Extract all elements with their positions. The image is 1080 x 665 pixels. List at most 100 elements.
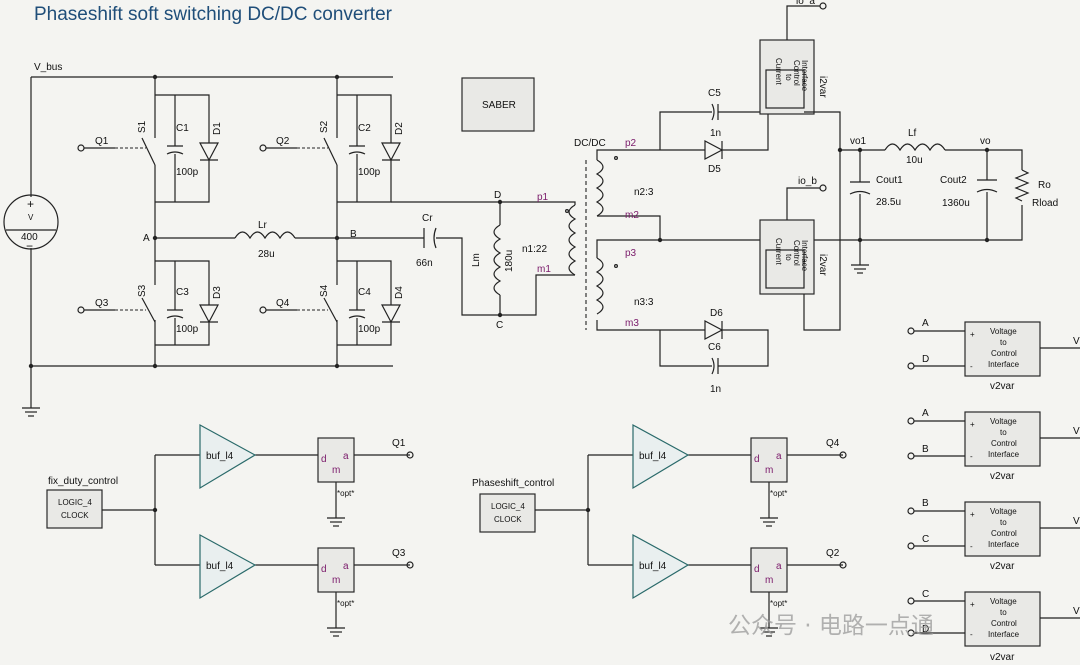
c2-value: 100p: [358, 167, 381, 178]
right-leg-wires: [336, 77, 392, 366]
svg-text:Control: Control: [991, 349, 1017, 358]
svg-text:m: m: [332, 465, 340, 476]
p2-label: p2: [625, 138, 637, 149]
c2-label: C2: [358, 123, 371, 134]
svg-text:v2var: v2var: [990, 652, 1015, 663]
d6-label: D6: [710, 308, 723, 319]
svg-text:-: -: [970, 630, 973, 639]
v2var-1-pin-b: D: [922, 354, 929, 365]
svg-text:LOGIC_4: LOGIC_4: [491, 502, 525, 511]
d1-label: D1: [212, 122, 223, 135]
svg-text:buf_l4: buf_l4: [639, 561, 667, 572]
v2var-2-pin-b: B: [922, 444, 929, 455]
node-b-label: B: [350, 229, 357, 240]
n1-label: n1:22: [522, 244, 547, 255]
v2var-block-2: A B + - Voltage to Control Interface v2v…: [907, 408, 1080, 482]
svg-text:a: a: [776, 561, 782, 572]
node-c-label: C: [496, 320, 503, 331]
lm-label: Lm: [471, 253, 482, 267]
saber-label: SABER: [482, 100, 516, 111]
v2var-1-pin-a: A: [922, 318, 929, 329]
switch-s1-s3: [141, 137, 156, 323]
d4-label: D4: [394, 286, 405, 299]
c6-label: C6: [708, 342, 721, 353]
lf-value: 10u: [906, 155, 923, 166]
cr-value: 66n: [416, 258, 433, 269]
vo-label: vo: [980, 136, 991, 147]
svg-text:V: V: [1073, 336, 1080, 347]
svg-text:d: d: [754, 564, 760, 575]
c4-label: C4: [358, 287, 371, 298]
lf-label: Lf: [908, 128, 917, 139]
svg-text:to: to: [1000, 608, 1007, 617]
n2-label: n2:3: [634, 187, 654, 198]
svg-text:v2var: v2var: [990, 471, 1015, 482]
svg-text:m: m: [332, 575, 340, 586]
s2-label: S2: [319, 120, 330, 133]
sense-wires: [786, 5, 841, 331]
transformer-primary: [568, 204, 577, 276]
svg-text:d: d: [754, 454, 760, 465]
fix-duty-label: fix_duty_control: [48, 476, 118, 487]
fix-duty-control: LOGIC_4 CLOCK fix_duty_control buf_l4 bu…: [46, 423, 414, 637]
i2var-a-label: i2var: [817, 76, 828, 98]
svg-text:Interface: Interface: [988, 630, 1020, 639]
svg-text:-: -: [970, 542, 973, 551]
v2var-3-pin-a: B: [922, 498, 929, 509]
svg-text:V: V: [1073, 426, 1080, 437]
d2-label: D2: [394, 122, 405, 135]
cur-b-l4: Interface: [800, 240, 809, 272]
source-minus: −: [26, 239, 33, 253]
svg-text:to: to: [1000, 518, 1007, 527]
diode-d5-d6: [704, 140, 724, 340]
bus-wires: [30, 76, 393, 408]
cur-a-l4: Interface: [800, 60, 809, 92]
cur-a-l2: to: [784, 74, 793, 81]
svg-text:V: V: [1073, 606, 1080, 617]
q3-input-label: Q3: [95, 298, 109, 309]
diode-d2-d4: [381, 142, 401, 324]
p3-label: p3: [625, 248, 637, 259]
svg-text:buf_l4: buf_l4: [206, 561, 234, 572]
dcdc-label: DC/DC: [574, 138, 606, 149]
s4-label: S4: [319, 284, 330, 297]
cur-b-l1: Current: [774, 238, 783, 265]
svg-text:v2var: v2var: [990, 381, 1015, 392]
svg-text:Interface: Interface: [988, 540, 1020, 549]
svg-text:to: to: [1000, 428, 1007, 437]
svg-text:Voltage: Voltage: [990, 507, 1017, 516]
m2-label: m2: [625, 210, 639, 221]
dc-source: [3, 194, 59, 250]
io-b-label: io_b: [798, 176, 817, 187]
svg-text:-: -: [970, 452, 973, 461]
svg-text:v2var: v2var: [990, 561, 1015, 572]
inductor-lm: [493, 224, 502, 296]
fix-duty-q3-out: Q3: [392, 548, 406, 559]
output-filter-wires: [840, 149, 1023, 265]
m3-label: m3: [625, 318, 639, 329]
svg-text:+: +: [970, 330, 975, 339]
v2var-2-pin-a: A: [922, 408, 929, 419]
cur-b-l2: to: [784, 254, 793, 261]
svg-text:m: m: [765, 575, 773, 586]
cout1-value: 28.5u: [876, 197, 901, 208]
c5-label: C5: [708, 88, 721, 99]
svg-text:a: a: [776, 451, 782, 462]
left-leg-wires: [154, 77, 210, 366]
d3-label: D3: [212, 286, 223, 299]
d5-label: D5: [708, 164, 721, 175]
cout1-label: Cout1: [876, 175, 903, 186]
watermark: 公众号 · 电路一点通: [728, 613, 934, 639]
source-value: 400: [21, 232, 38, 243]
switch-s2-s4: [323, 137, 338, 323]
source-plus: +: [27, 197, 34, 211]
svg-text:m: m: [765, 465, 773, 476]
phaseshift-q2-out: Q2: [826, 548, 840, 559]
svg-text:+: +: [970, 420, 975, 429]
c3-label: C3: [176, 287, 189, 298]
phaseshift-q4-out: Q4: [826, 438, 840, 449]
node-d-label: D: [494, 190, 501, 201]
svg-text:to: to: [1000, 338, 1007, 347]
v2var-3-pin-b: C: [922, 534, 929, 545]
ground-symbol-output: [851, 264, 869, 274]
